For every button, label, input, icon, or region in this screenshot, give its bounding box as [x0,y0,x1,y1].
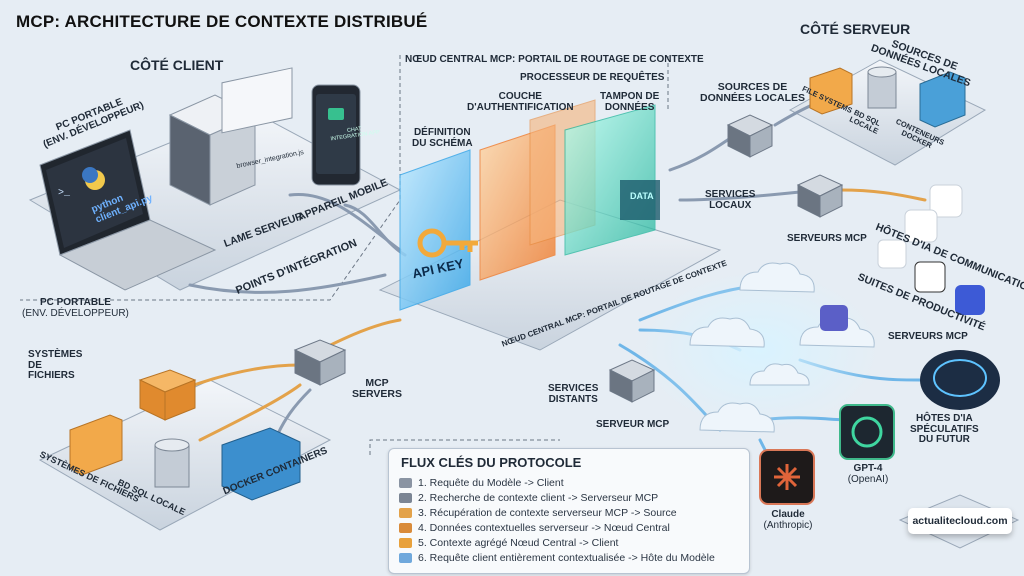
brain-icon [920,350,1000,410]
docker-icon [221,427,301,501]
server-blade-icon [168,67,293,206]
flow-files-sql [198,383,302,442]
legend-swatch-icon [399,537,412,548]
legend-item: 4. Données contextuelles serverseur -> N… [399,520,715,535]
systems-label: SYSTÈMES DE FICHIERS [28,349,83,381]
flow-mcp-right [838,188,927,202]
legend-item: 1. Requête du Modèle -> Client [399,475,715,490]
central-node [399,99,660,311]
files-zone-icons [69,369,301,501]
notion-icon [914,261,946,293]
central-node-top-label: NŒUD CENTRAL MCP: PORTAIL DE ROUTAGE DE … [405,54,704,65]
cloud [689,317,765,348]
cloud [749,363,810,386]
mcp-servers-bottom-label: MCP SERVERS [352,377,402,401]
gpt4-label: GPT-4 (OpenAI) [847,463,889,485]
key-icon [417,228,478,258]
flow-central-local-mid [668,133,737,172]
client-side-heading: CÔTÉ CLIENT [130,57,224,73]
legend-item: 5. Contexte agrégé Nœud Central -> Clien… [399,535,715,550]
request-processor-label: PROCESSEUR DE REQUÊTES [520,72,665,83]
svg-text:>_: >_ [58,188,71,199]
mcp-server-cubes [293,114,844,403]
claude-label: Claude (Anthropic) [763,509,813,531]
legend-item: 2. Recherche de contexte client -> Serve… [399,490,715,505]
auth-layer-label: COUCHE D'AUTHENTIFICATION [467,91,574,113]
legend-title: FLUX CLÉS DU PROTOCOLE [401,455,582,470]
data-panel-label: DATA [630,191,654,201]
mobile-device-icon [311,84,361,186]
protocol-legend: FLUX CLÉS DU PROTOCOLE 1. Requête du Mod… [388,448,750,574]
legend-item: 3. Récupération de contexte serverseur M… [399,505,715,520]
legend-swatch-icon [399,492,412,503]
gmail-icon [904,209,938,243]
database-icon [154,438,190,488]
database-icon [867,66,897,109]
legend-swatch-icon [399,552,412,563]
folder-icon [809,67,853,115]
data-panel-box [620,180,660,220]
mcp-servers-label: SERVEURS MCP [787,233,867,244]
server-cube-icon [726,114,774,158]
future-hosts-label: HÔTES D'IA SPÉCULATIFS DU FUTUR [910,413,979,445]
server-cube-icon [608,359,656,403]
separator-legend [369,439,560,455]
legend-swatch-icon [399,522,412,533]
mcp-servers-label-2: SERVEURS MCP [888,331,968,342]
server-cube-icon [796,174,844,218]
local-sources-mid-label: SOURCES DE DONNÉES LOCALES [700,81,806,105]
page-title: MCP: ARCHITECTURE DE CONTEXTE DISTRIBUÉ [16,12,428,31]
data-buffer-label: TAMPON DE DONNÉES [600,91,660,113]
server-side-heading: CÔTÉ SERVEUR [800,21,911,37]
flow-central-mcp [678,190,802,202]
local-sources-icons [809,66,966,128]
remote-mcp-server-label: SERVEUR MCP [596,419,670,430]
zone-separators [20,55,669,455]
remote-services-label: SERVICES DISTANTS [548,383,599,405]
legend-item: 6. Requête client entièrement contextual… [399,550,715,565]
ai-hosts [759,350,1000,505]
cloud [699,402,775,433]
folder-icon [69,414,123,476]
clouds [689,262,875,433]
site-badge[interactable]: actualitecloud.com [908,508,1012,534]
server-cube-icon [293,339,347,386]
legend-swatch-icon [399,477,412,488]
legend-list: 1. Requête du Modèle -> Client 2. Recher… [399,475,715,565]
schema-label: DÉFINITION DU SCHÉMA [412,127,473,149]
local-services-label: SERVICES LOCAUX [705,189,756,211]
gpt4-icon [839,404,895,460]
flow-laptop-central [188,273,387,294]
laptop-label-bottom: PC PORTABLE (ENV. DÉVELOPPEUR) [22,297,129,319]
calendar-icon [877,239,907,269]
slack-icon [929,184,963,218]
cloud [739,262,815,293]
container-icon [919,71,966,128]
flow-mobile-central [343,203,407,257]
linear-icon [955,285,985,315]
legend-swatch-icon [399,507,412,518]
laptop-icon: >_ [39,129,217,291]
teams-icon [820,305,848,331]
app-icons [820,184,985,331]
separator-client-central [20,55,401,301]
